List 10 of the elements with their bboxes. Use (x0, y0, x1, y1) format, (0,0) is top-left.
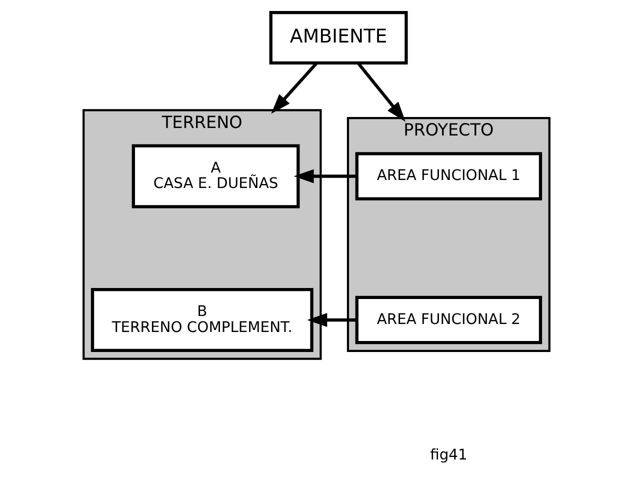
arrow (306, 313, 356, 327)
node-box: AMBIENTE (268, 11, 408, 65)
arrow (293, 169, 356, 184)
node-box: AREA FUNCIONAL 2 (354, 296, 542, 344)
node-box: AREA FUNCIONAL 1 (354, 152, 542, 200)
node-box: B TERRENO COMPLEMENT. (90, 288, 313, 352)
arrow (356, 62, 405, 122)
node-box: A CASA E. DUEÑAS (131, 144, 300, 208)
arrow (270, 62, 318, 114)
label: fig41 (430, 446, 467, 464)
